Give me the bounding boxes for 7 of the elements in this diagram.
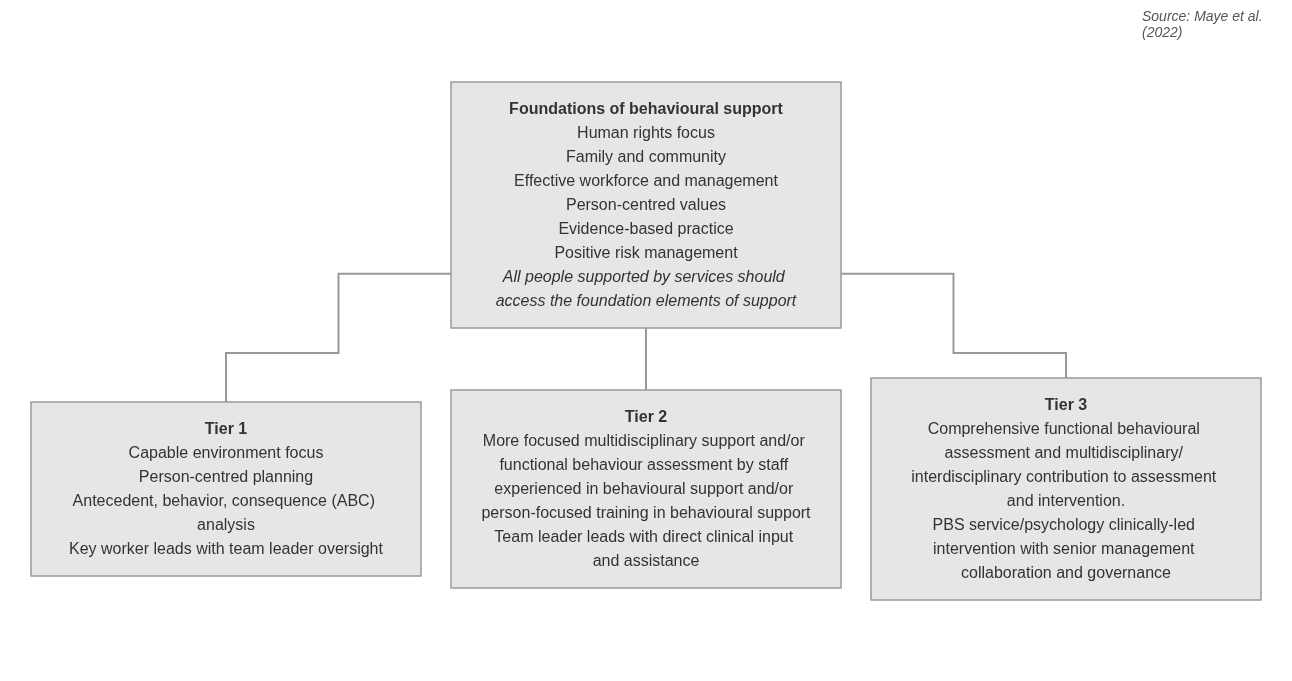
connector (225, 272, 452, 403)
node-box: Foundations of behavioural support Human rights focus Family and community Effective workforce and management Person-centred values Evidence-based practice Positive risk management All people supported by services should access the foundation elements of support (450, 80, 842, 329)
node-box: Tier 3 Comprehensive functional behavioural assessment and multidisciplinary/ interdisciplinary contribution to assessment and intervention. PBS service/psychology clinically-led intervention with senior management collaboration and governance (870, 376, 1262, 601)
source-note: Source: Maye et al. (2022) (1142, 8, 1264, 40)
node-box: Tier 1 Capable environment focus Person-centred planning Antecedent, behavior, consequence (ABC) analysis Key worker leads with team leader oversight (30, 400, 422, 577)
connector (645, 326, 647, 391)
node-box: Tier 2 More focused multidisciplinary support and/or functional behaviour assessment by staff experienced in behavioural support and/or person-focused training in behavioural support Team leader leads with direct clinical input and assistance (450, 388, 842, 589)
